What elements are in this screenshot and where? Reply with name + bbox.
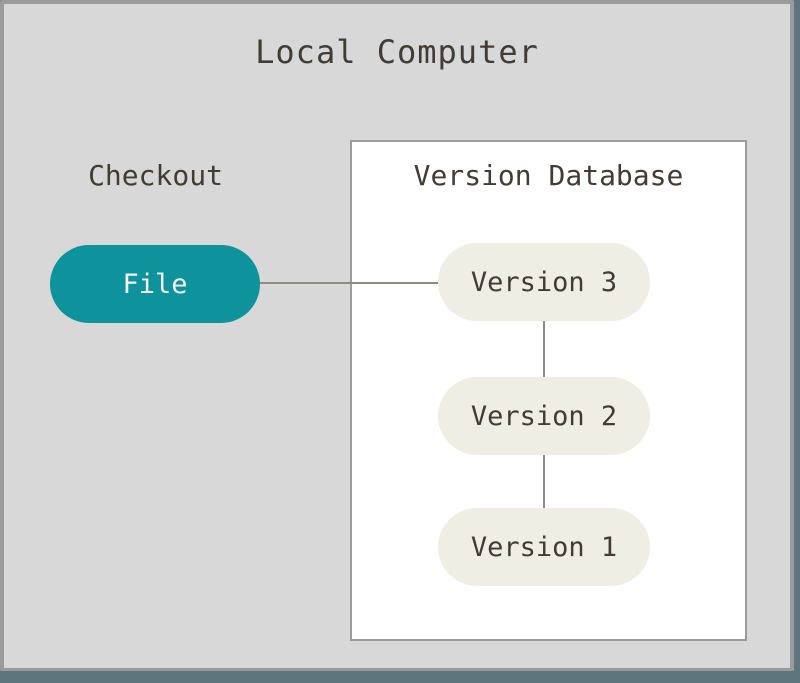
connector-version2-to-version1: [543, 455, 545, 508]
version-2-node: Version 2: [438, 377, 650, 455]
diagram-stage: Local Computer Checkout Version Database…: [4, 4, 790, 668]
version-1-node: Version 1: [438, 508, 650, 586]
file-node: File: [50, 245, 260, 323]
connector-version3-to-version2: [543, 321, 545, 377]
connector-file-to-version3: [260, 282, 438, 284]
version-database-title: Version Database: [413, 159, 684, 192]
diagram-title: Local Computer: [255, 33, 539, 71]
version-3-node: Version 3: [438, 243, 650, 321]
local-computer-frame: Local Computer Checkout Version Database…: [0, 0, 794, 671]
checkout-label: Checkout: [88, 159, 223, 192]
